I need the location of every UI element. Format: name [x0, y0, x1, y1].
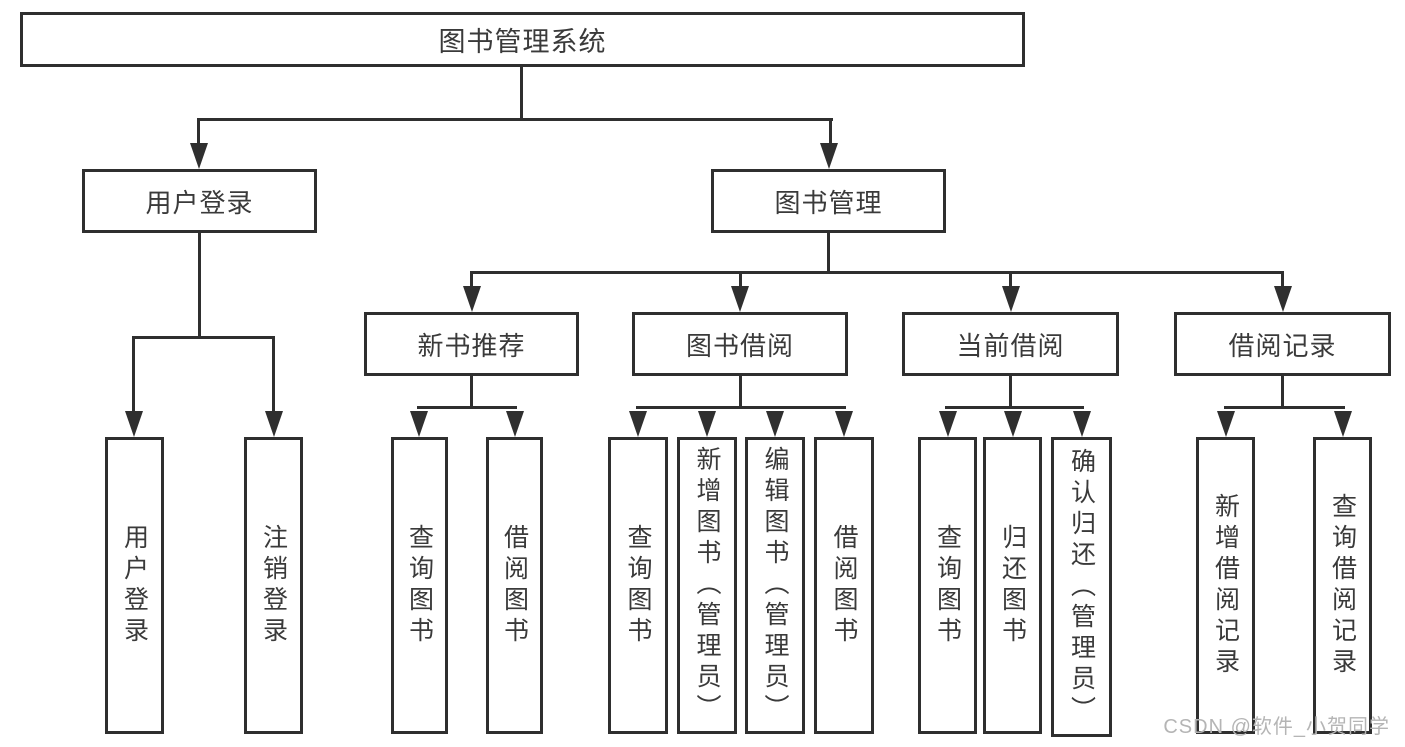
- leaf-add-borrow-record: 新增借阅记录: [1196, 437, 1255, 734]
- connector: [520, 67, 523, 118]
- connector: [470, 271, 1284, 274]
- node-book-borrow: 图书借阅: [632, 312, 848, 376]
- leaf-label: 新增借阅记录: [1211, 492, 1240, 679]
- connector: [829, 118, 832, 145]
- connector: [1009, 271, 1012, 288]
- node-label: 当前借阅: [956, 330, 1065, 361]
- leaf-label: 编辑图书（管理员）: [761, 446, 789, 725]
- arrow-down-icon: [506, 411, 524, 437]
- connector: [739, 271, 742, 288]
- leaf-query-book-recommend: 查询图书: [391, 437, 448, 734]
- arrow-down-icon: [1002, 286, 1020, 312]
- leaf-label: 确认归还（管理员）: [1067, 447, 1096, 727]
- node-label: 新书推荐: [417, 330, 526, 361]
- connector: [739, 376, 742, 406]
- connector: [1224, 406, 1345, 409]
- arrow-down-icon: [820, 143, 838, 169]
- connector: [1281, 271, 1284, 288]
- connector: [272, 336, 275, 413]
- arrow-down-icon: [1334, 411, 1352, 437]
- node-borrow-record: 借阅记录: [1174, 312, 1391, 376]
- node-book-management: 图书管理: [711, 169, 946, 233]
- arrow-down-icon: [190, 143, 208, 169]
- node-label: 用户登录: [145, 187, 254, 218]
- leaf-label: 查询图书: [405, 523, 434, 648]
- node-library-management-system: 图书管理系统: [20, 12, 1025, 67]
- arrow-down-icon: [731, 286, 749, 312]
- leaf-borrow-book: 借阅图书: [814, 437, 874, 734]
- node-label: 图书管理系统: [438, 27, 607, 57]
- connector: [197, 118, 833, 121]
- connector: [417, 406, 517, 409]
- leaf-label: 查询图书: [933, 523, 962, 648]
- leaf-label: 注销登录: [259, 523, 288, 648]
- watermark: CSDN @软件_小贺同学: [1163, 716, 1390, 738]
- arrow-down-icon: [698, 411, 716, 437]
- connector: [132, 336, 275, 339]
- connector: [470, 376, 473, 406]
- arrow-down-icon: [629, 411, 647, 437]
- node-label: 图书管理: [774, 187, 883, 218]
- leaf-label: 新增图书（管理员）: [693, 446, 721, 725]
- leaf-edit-book-admin: 编辑图书（管理员）: [745, 437, 805, 734]
- arrow-down-icon: [265, 411, 283, 437]
- node-new-book-recommend: 新书推荐: [364, 312, 579, 376]
- arrow-down-icon: [1073, 411, 1091, 437]
- leaf-query-borrow-record: 查询借阅记录: [1313, 437, 1372, 734]
- leaf-label: 查询图书: [624, 523, 652, 648]
- arrow-down-icon: [1004, 411, 1022, 437]
- leaf-label: 用户登录: [120, 523, 149, 648]
- leaf-label: 归还图书: [998, 523, 1027, 648]
- connector: [470, 271, 473, 288]
- leaf-return-book: 归还图书: [983, 437, 1042, 734]
- arrow-down-icon: [410, 411, 428, 437]
- leaf-query-book-current: 查询图书: [918, 437, 977, 734]
- leaf-logout: 注销登录: [244, 437, 303, 734]
- connector: [827, 233, 830, 271]
- connector: [197, 118, 200, 145]
- arrow-down-icon: [1217, 411, 1235, 437]
- connector: [636, 406, 846, 409]
- connector: [1281, 376, 1284, 406]
- leaf-confirm-return-admin: 确认归还（管理员）: [1051, 437, 1112, 737]
- node-current-borrow: 当前借阅: [902, 312, 1119, 376]
- node-user-login: 用户登录: [82, 169, 317, 233]
- connector: [945, 406, 1084, 409]
- connector: [1009, 376, 1012, 406]
- connector: [198, 233, 201, 336]
- node-label: 图书借阅: [685, 330, 794, 361]
- arrow-down-icon: [463, 286, 481, 312]
- leaf-borrow-book-recommend: 借阅图书: [486, 437, 543, 734]
- arrow-down-icon: [1274, 286, 1292, 312]
- node-label: 借阅记录: [1228, 330, 1337, 361]
- leaf-label: 借阅图书: [500, 523, 529, 648]
- leaf-query-book-borrow: 查询图书: [608, 437, 668, 734]
- arrow-down-icon: [766, 411, 784, 437]
- connector: [132, 336, 135, 413]
- leaf-label: 查询借阅记录: [1328, 492, 1357, 679]
- leaf-label: 借阅图书: [830, 523, 858, 648]
- leaf-user-login: 用户登录: [105, 437, 164, 734]
- arrow-down-icon: [835, 411, 853, 437]
- arrow-down-icon: [939, 411, 957, 437]
- leaf-add-book-admin: 新增图书（管理员）: [677, 437, 737, 734]
- arrow-down-icon: [125, 411, 143, 437]
